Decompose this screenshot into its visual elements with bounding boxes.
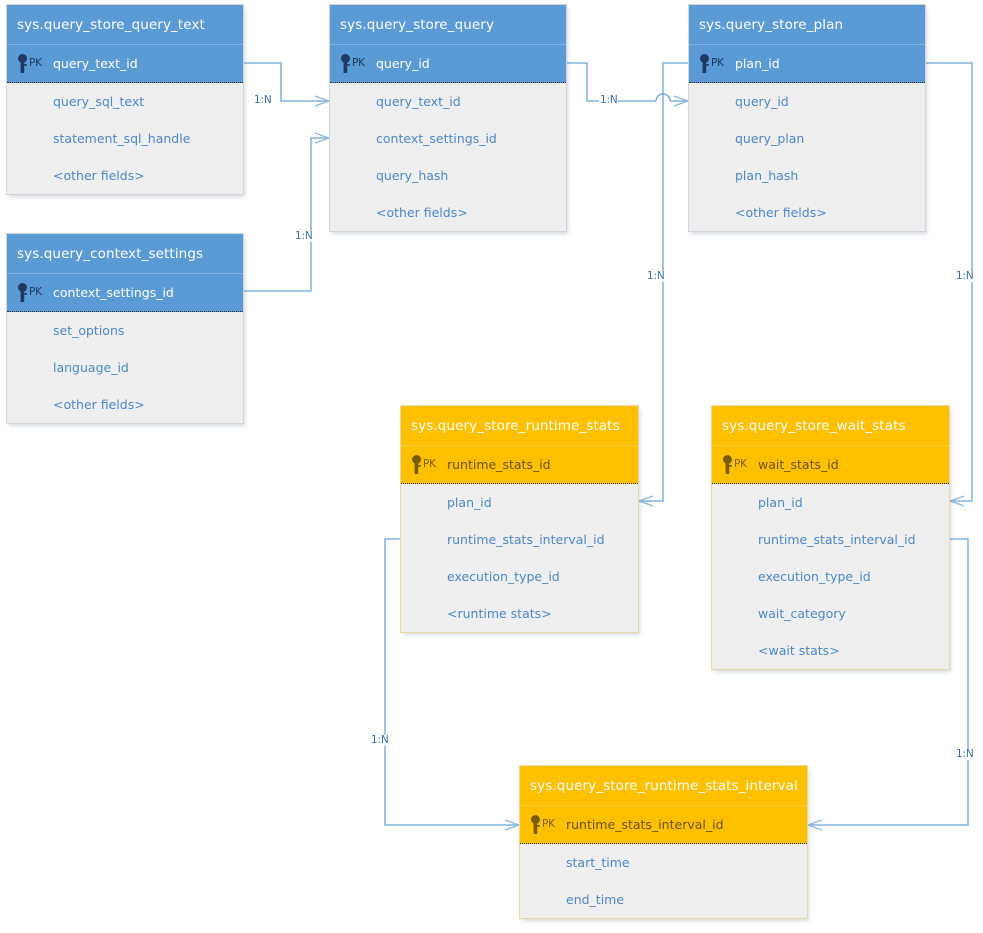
entity-query-store-runtime-stats[interactable]: sys.query_store_runtime_stats PK runtime… <box>400 405 639 633</box>
field-row: query_hash <box>376 168 449 183</box>
pk-tag: PK <box>29 286 42 298</box>
pk-tag: PK <box>734 458 747 470</box>
entity-field-list: query_sql_text statement_sql_handle <oth… <box>7 83 243 194</box>
field-row: context_settings_id <box>376 131 497 146</box>
field-row: <wait stats> <box>758 643 840 658</box>
field-row: runtime_stats_interval_id <box>447 532 605 547</box>
pk-tag: PK <box>711 57 724 69</box>
pk-field-name: query_text_id <box>53 56 138 71</box>
pk-tag: PK <box>542 818 555 830</box>
field-row: query_plan <box>735 131 805 146</box>
entity-primary-key-row[interactable]: PK wait_stats_id <box>712 446 949 484</box>
key-icon <box>340 54 351 74</box>
field-row: <other fields> <box>53 397 145 412</box>
pk-field-name: query_id <box>376 56 430 71</box>
entity-field-list: plan_id runtime_stats_interval_id execut… <box>712 484 949 669</box>
entity-field-list: plan_id runtime_stats_interval_id execut… <box>401 484 638 632</box>
field-row: <runtime stats> <box>447 606 552 621</box>
field-row: query_text_id <box>376 94 461 109</box>
entity-query-store-query[interactable]: sys.query_store_query PK query_id query_… <box>329 4 567 232</box>
pk-tag: PK <box>352 57 365 69</box>
entity-title: sys.query_store_runtime_stats_interval <box>520 766 807 806</box>
key-icon <box>699 54 710 74</box>
pk-field-name: context_settings_id <box>53 285 174 300</box>
cardinality-label: 1:N <box>599 94 619 106</box>
pk-field-name: runtime_stats_id <box>447 457 551 472</box>
field-row: <other fields> <box>53 168 145 183</box>
entity-primary-key-row[interactable]: PK plan_id <box>689 45 925 83</box>
entity-title: sys.query_store_wait_stats <box>712 406 949 446</box>
entity-primary-key-row[interactable]: PK query_text_id <box>7 45 243 83</box>
connector-query-plan <box>567 62 688 102</box>
field-row: language_id <box>53 360 129 375</box>
entity-primary-key-row[interactable]: PK context_settings_id <box>7 274 243 312</box>
pk-field-name: runtime_stats_interval_id <box>566 817 724 832</box>
pk-field-name: plan_id <box>735 56 780 71</box>
key-icon <box>17 54 28 74</box>
entity-primary-key-row[interactable]: PK runtime_stats_id <box>401 446 638 484</box>
cardinality-label: 1:N <box>370 734 390 746</box>
entity-field-list: set_options language_id <other fields> <box>7 312 243 423</box>
field-row: statement_sql_handle <box>53 131 191 146</box>
cardinality-label: 1:N <box>955 748 975 760</box>
entity-title: sys.query_store_query <box>330 5 566 45</box>
field-row: end_time <box>566 892 625 907</box>
entity-query-store-runtime-stats-interval[interactable]: sys.query_store_runtime_stats_interval P… <box>519 765 808 919</box>
connector-context-query <box>244 137 329 292</box>
key-icon <box>530 815 541 835</box>
entity-query-store-plan[interactable]: sys.query_store_plan PK plan_id query_id… <box>688 4 926 232</box>
field-row: <other fields> <box>376 205 468 220</box>
cardinality-label: 1:N <box>294 230 314 242</box>
entity-primary-key-row[interactable]: PK runtime_stats_interval_id <box>520 806 807 844</box>
field-row: wait_category <box>758 606 846 621</box>
entity-query-context-settings[interactable]: sys.query_context_settings PK context_se… <box>6 233 244 424</box>
field-row: execution_type_id <box>447 569 560 584</box>
entity-title: sys.query_store_query_text <box>7 5 243 45</box>
entity-primary-key-row[interactable]: PK query_id <box>330 45 566 83</box>
key-icon <box>411 455 422 475</box>
pk-field-name: wait_stats_id <box>758 457 839 472</box>
cardinality-label: 1:N <box>955 270 975 282</box>
field-row: start_time <box>566 855 630 870</box>
field-row: plan_hash <box>735 168 799 183</box>
field-row: execution_type_id <box>758 569 871 584</box>
field-row: query_sql_text <box>53 94 145 109</box>
field-row: runtime_stats_interval_id <box>758 532 916 547</box>
key-icon <box>722 455 733 475</box>
field-row: plan_id <box>447 495 492 510</box>
key-icon <box>17 283 28 303</box>
entity-query-store-wait-stats[interactable]: sys.query_store_wait_stats PK wait_stats… <box>711 405 950 670</box>
field-row: set_options <box>53 323 125 338</box>
entity-title: sys.query_context_settings <box>7 234 243 274</box>
entity-title: sys.query_store_runtime_stats <box>401 406 638 446</box>
connector-plan-runtimestats <box>639 62 688 502</box>
entity-field-list: query_text_id context_settings_id query_… <box>330 83 566 231</box>
entity-field-list: query_id query_plan plan_hash <other fie… <box>689 83 925 231</box>
cardinality-label: 1:N <box>253 94 273 106</box>
entity-query-store-query-text[interactable]: sys.query_store_query_text PK query_text… <box>6 4 244 195</box>
field-row: query_id <box>735 94 789 109</box>
entity-title: sys.query_store_plan <box>689 5 925 45</box>
cardinality-label: 1:N <box>646 270 666 282</box>
pk-tag: PK <box>423 458 436 470</box>
pk-tag: PK <box>29 57 42 69</box>
field-row: plan_id <box>758 495 803 510</box>
field-row: <other fields> <box>735 205 827 220</box>
entity-field-list: start_time end_time <box>520 844 807 918</box>
